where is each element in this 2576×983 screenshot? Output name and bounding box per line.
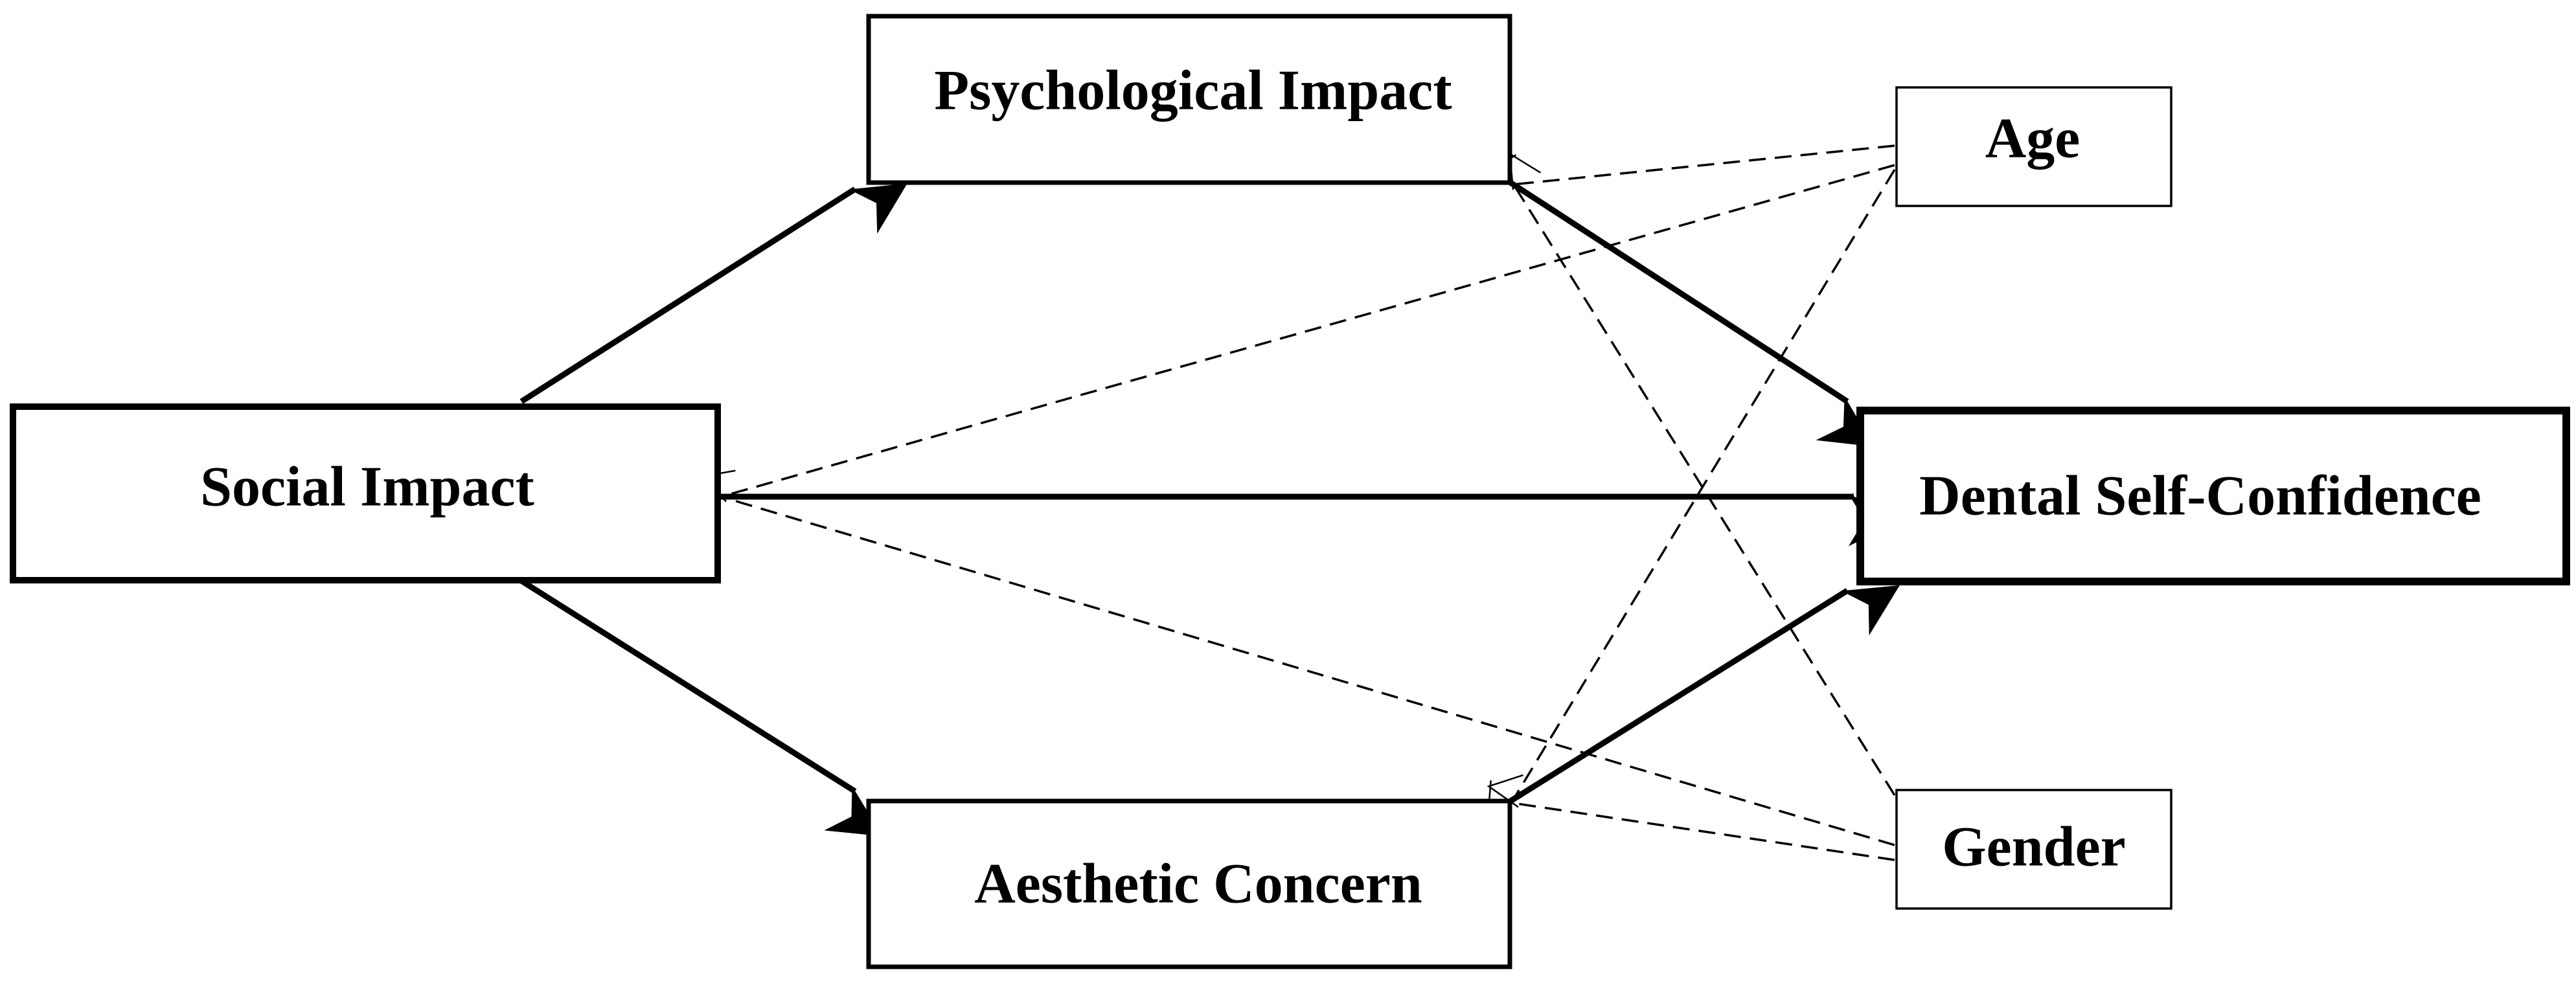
node-gender-label: Gender (1942, 816, 2126, 879)
edge-aesthetic-to-dental (1509, 585, 1900, 804)
edge-psychological-to-dental (1509, 180, 1875, 447)
node-social-impact: Social Impact (10, 403, 721, 583)
edge-age-to-aesthetic (1487, 169, 1896, 819)
edge-social-to-aesthetic (519, 578, 883, 837)
node-psychological-impact: Psychological Impact (866, 14, 1512, 185)
edge-age-to-social (690, 164, 1895, 499)
node-age: Age (1895, 86, 2172, 207)
edge-gender-to-social (698, 469, 1895, 846)
node-dental-self-confidence-label: Dental Self-Confidence (1919, 465, 2481, 528)
edges-layer (519, 144, 1901, 861)
edge-social-to-psychological (519, 183, 907, 404)
node-aesthetic-concern: Aesthetic Concern (866, 798, 1512, 969)
node-dental-self-confidence: Dental Self-Confidence (1856, 407, 2570, 585)
node-psychological-impact-label: Psychological Impact (934, 60, 1452, 122)
nodes-layer: Social Impact Psychological Impact Aesth… (10, 14, 2570, 969)
edge-age-to-psychological (1483, 144, 1895, 188)
node-aesthetic-concern-label: Aesthetic Concern (974, 853, 1422, 916)
node-gender: Gender (1895, 789, 2172, 910)
node-social-impact-label: Social Impact (200, 456, 534, 519)
node-age-label: Age (1985, 107, 2080, 170)
edge-gender-to-psychological (1509, 152, 1896, 796)
edge-gender-to-aesthetic (1487, 774, 1895, 861)
